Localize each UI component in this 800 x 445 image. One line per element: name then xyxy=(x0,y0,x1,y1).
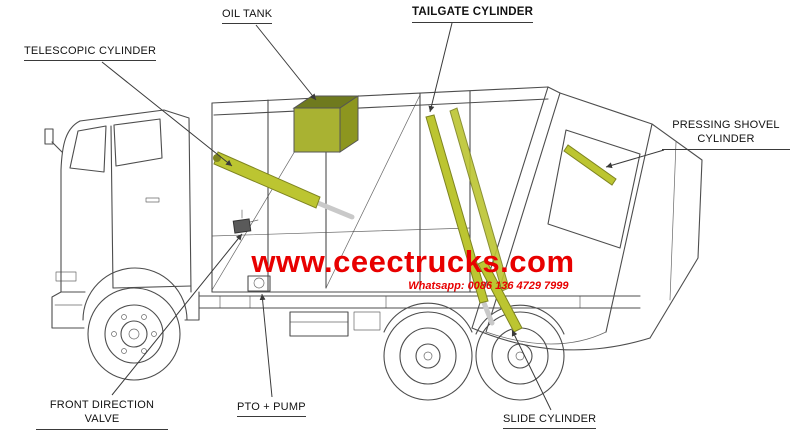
rear-wheels xyxy=(383,311,565,401)
leader-lines xyxy=(101,22,665,411)
label-telescopic-cylinder: TELESCOPIC CYLINDER xyxy=(24,44,157,62)
label-tailgate-cylinder: TAILGATE CYLINDER xyxy=(412,5,534,23)
label-slide-cylinder: SLIDE CYLINDER xyxy=(503,412,597,430)
front-direction-valve-shape xyxy=(232,209,259,234)
pressing-shovel-cylinder-shape xyxy=(563,144,617,186)
label-oil-tank: OIL TANK xyxy=(222,7,273,25)
tailgate-cylinder-shape xyxy=(425,107,510,326)
body-frame xyxy=(211,86,549,293)
slide-cylinder-shape xyxy=(477,259,523,333)
telescopic-cylinder-shape xyxy=(213,151,355,220)
truck-cab xyxy=(44,109,200,329)
tailgate-body xyxy=(471,86,703,351)
front-wheel xyxy=(87,287,181,381)
label-front-direction-valve: FRONT DIRECTION VALVE xyxy=(36,398,168,430)
pto-pump-shape xyxy=(247,275,271,292)
label-pto-pump: PTO + PUMP xyxy=(237,400,306,418)
oil-tank-shape xyxy=(292,95,360,153)
chassis xyxy=(198,295,641,337)
label-pressing-shovel-cylinder: PRESSING SHOVEL CYLINDER xyxy=(662,118,790,150)
